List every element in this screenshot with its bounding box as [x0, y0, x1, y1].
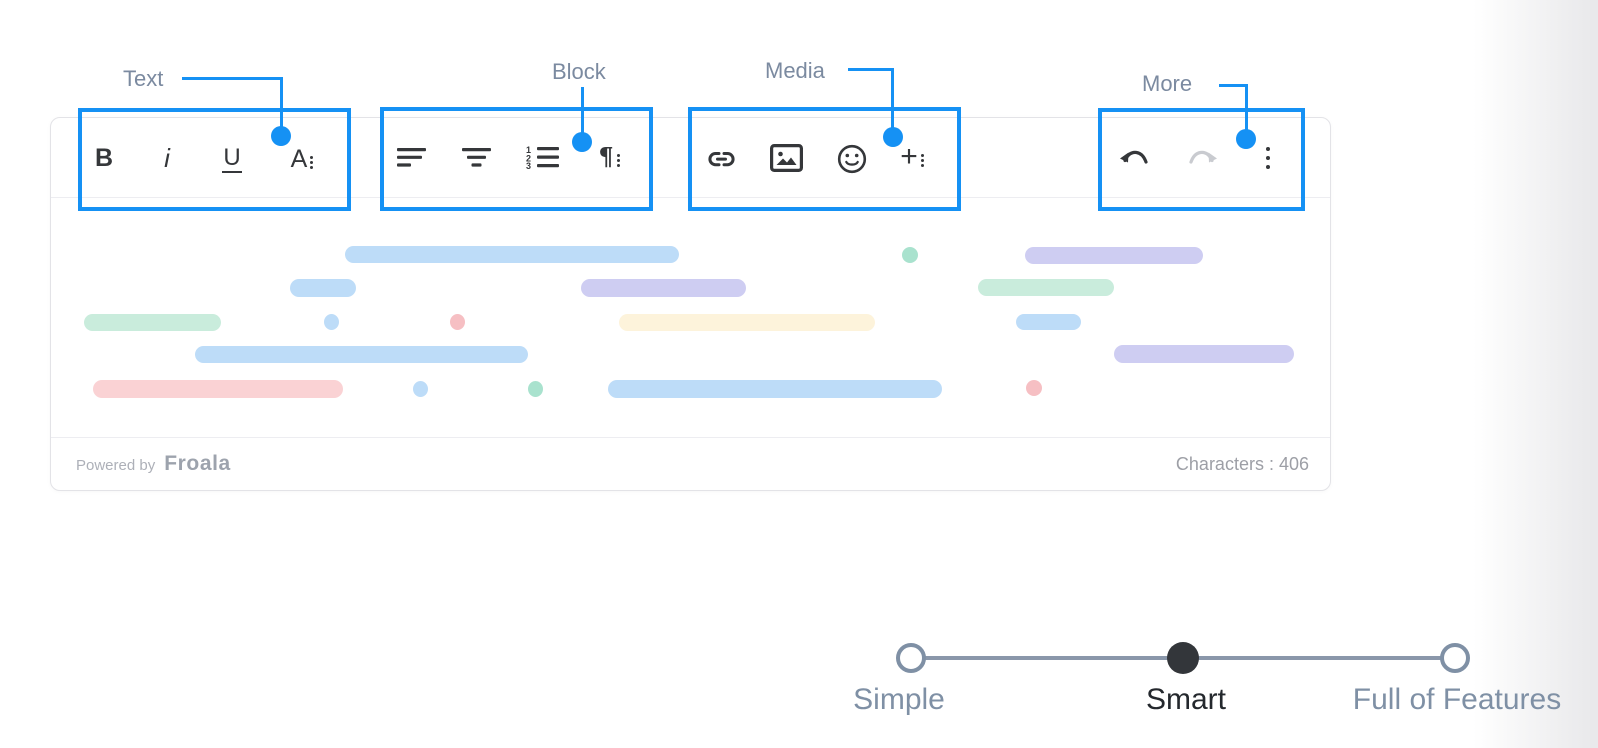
- align-left-button[interactable]: [390, 135, 434, 179]
- annotation-connector: [280, 77, 283, 137]
- content-placeholder-dot: [413, 381, 428, 397]
- align-center-icon: [462, 147, 491, 167]
- kebab-dots-icon: [616, 153, 620, 168]
- annotation-dot-block: [572, 132, 592, 152]
- kebab-dots-icon: [920, 153, 924, 168]
- ordered-list-icon: 1 2 3: [526, 145, 559, 169]
- italic-icon: i: [164, 143, 170, 173]
- content-placeholder-bar: [619, 314, 875, 331]
- image-icon: [769, 144, 803, 172]
- more-text-button[interactable]: A: [280, 137, 324, 181]
- italic-button[interactable]: i: [145, 136, 189, 180]
- text-options-icon: A: [290, 144, 308, 173]
- page-edge-gradient: [1473, 0, 1598, 748]
- content-placeholder-bar: [345, 246, 679, 263]
- annotation-dot-more: [1236, 129, 1256, 149]
- content-placeholder-bar: [581, 279, 746, 297]
- svg-text:2: 2: [526, 154, 531, 164]
- more-misc-button[interactable]: [1246, 136, 1290, 180]
- redo-button[interactable]: [1180, 136, 1224, 180]
- align-left-icon: [397, 147, 426, 167]
- content-placeholder-bar: [84, 314, 221, 331]
- content-placeholder-dot: [902, 247, 918, 263]
- content-placeholder-dot: [1026, 380, 1042, 396]
- annotation-dot-media: [883, 127, 903, 147]
- content-placeholder-dot: [450, 314, 465, 330]
- annotation-label-text: Text: [123, 66, 164, 91]
- annotation-connector: [891, 68, 894, 138]
- kebab-dots-icon: [310, 155, 314, 170]
- annotation-label-block: Block: [552, 59, 606, 84]
- content-placeholder-bar: [1025, 247, 1203, 264]
- editor-footer: Powered by Froala Characters : 406: [51, 437, 1330, 490]
- content-placeholder-bar: [1114, 345, 1294, 363]
- slider-label-full-of-features[interactable]: Full of Features: [1352, 683, 1562, 716]
- link-icon: [707, 152, 735, 167]
- froala-logo: Froala: [164, 452, 231, 475]
- powered-by-text: Powered by: [76, 457, 156, 474]
- content-placeholder-bar: [195, 346, 528, 363]
- ordered-list-button[interactable]: 1 2 3: [520, 135, 564, 179]
- annotation-connector: [182, 77, 283, 80]
- content-placeholder-bar: [1016, 314, 1081, 330]
- annotation-connector: [1219, 84, 1248, 87]
- vertical-dots-icon: [1266, 145, 1270, 172]
- content-placeholder-bar: [978, 279, 1114, 296]
- svg-text:3: 3: [526, 161, 531, 169]
- emoticons-button[interactable]: [830, 137, 874, 181]
- insert-image-button[interactable]: [764, 136, 808, 180]
- slider-stop-smart[interactable]: [1167, 642, 1199, 674]
- annotation-connector: [1245, 84, 1248, 140]
- annotation-connector: [848, 68, 894, 71]
- annotation-label-media: Media: [765, 58, 825, 83]
- smiley-icon: [837, 144, 867, 174]
- paragraph-icon: ¶: [598, 142, 614, 171]
- slider-label-smart[interactable]: Smart: [1145, 683, 1227, 716]
- annotation-connector: [581, 87, 584, 143]
- slider-label-simple[interactable]: Simple: [853, 683, 945, 716]
- content-placeholder-bar: [93, 380, 343, 398]
- undo-icon: [1120, 150, 1148, 164]
- content-placeholder-dot: [528, 381, 543, 397]
- slider-stop-simple[interactable]: [896, 643, 926, 673]
- slider-stop-full[interactable]: [1440, 643, 1470, 673]
- character-count: Characters : 406: [1175, 453, 1309, 474]
- bold-icon: B: [94, 143, 114, 172]
- redo-icon: [1189, 150, 1217, 164]
- annotation-label-more: More: [1142, 71, 1193, 96]
- annotation-dot-text: [271, 126, 291, 146]
- more-rich-button[interactable]: +: [890, 135, 934, 179]
- underline-icon: U: [222, 143, 242, 173]
- underline-button[interactable]: U: [210, 137, 254, 181]
- align-center-button[interactable]: [455, 135, 499, 179]
- svg-text:1: 1: [526, 145, 531, 155]
- content-placeholder-dot: [324, 314, 339, 330]
- plus-icon: +: [900, 140, 918, 173]
- undo-button[interactable]: [1113, 136, 1157, 180]
- content-placeholder-bar: [608, 380, 942, 398]
- paragraph-format-button[interactable]: ¶: [587, 135, 631, 179]
- bold-button[interactable]: B: [82, 136, 126, 180]
- content-placeholder-bar: [290, 279, 356, 297]
- insert-link-button[interactable]: [699, 137, 743, 181]
- powered-by: Powered by Froala: [76, 452, 231, 476]
